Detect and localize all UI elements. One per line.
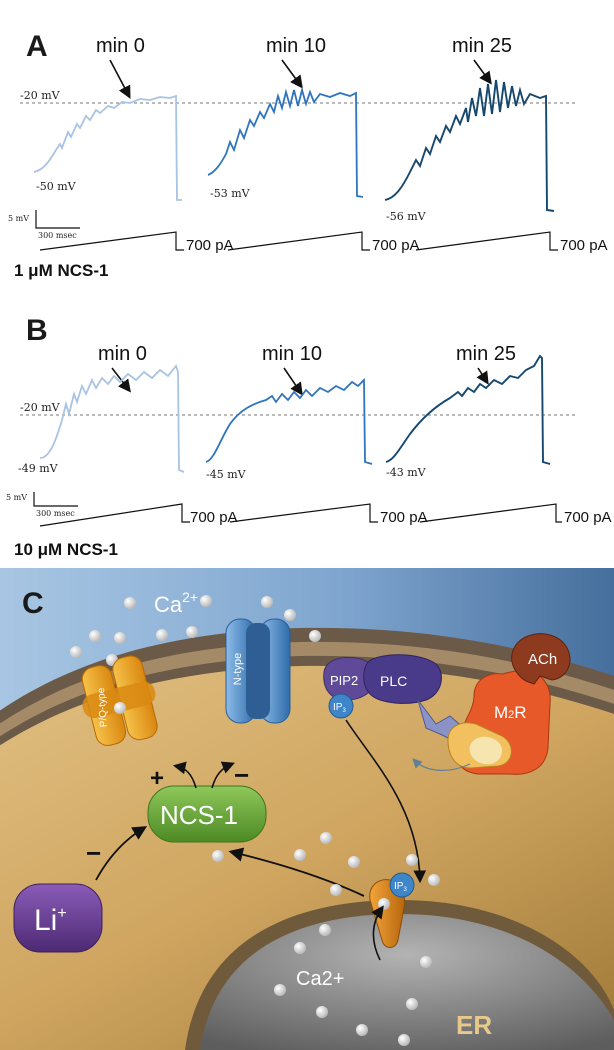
ip3-to-receptor-arrow [345, 719, 427, 884]
panel-a-trace1-start: -50 mV [36, 180, 77, 193]
panel-c-letter: C [22, 587, 44, 620]
panel-b-trace1-label: min 0 [98, 343, 147, 365]
ip3-receptor-label: IP3 [394, 881, 407, 893]
panel-a-scale-t: 300 msec [38, 231, 77, 240]
pq-type-label: P/Q-type [96, 687, 110, 728]
panel-b-trace3-label: min 25 [456, 343, 516, 365]
ncs1-to-n-arrow [211, 761, 235, 789]
panel-b-ramp1-label: 700 pA [190, 509, 238, 526]
m2r-label: M2R [494, 703, 527, 722]
panel-a-scale-v: 5 mV [8, 214, 29, 223]
panel-a-ref-label: -20 mV [20, 89, 61, 102]
li-ncs1-minus: − [86, 838, 101, 868]
panel-b-trace2-label: min 10 [262, 343, 322, 365]
ca-er-label: Ca2+ [296, 968, 344, 990]
panel-b-condition: 10 μM NCS-1 [14, 540, 118, 559]
ip3-messenger [328, 693, 354, 719]
panel-b-trace2-arrow [283, 367, 303, 396]
er-label: ER [456, 1010, 492, 1040]
panel-a-ramp2 [227, 231, 370, 251]
panel-b-trace1-arrow [111, 367, 131, 393]
panel-a-letter: A [26, 30, 48, 63]
panel-a-condition: 1 μM NCS-1 [14, 261, 108, 280]
panel-a-ramp1 [39, 231, 184, 251]
panel-a-trace3-arrow [473, 59, 492, 85]
panel-b-ref-label: -20 mV [20, 401, 61, 414]
panel-a-ramp2-label: 700 pA [372, 237, 420, 254]
ach-ligand: ACh [511, 633, 571, 685]
pq-type-channel: P/Q-type [81, 655, 158, 746]
panel-a-ramp1-label: 700 pA [186, 237, 234, 254]
panel-b-ramp1 [39, 503, 190, 527]
calcium-ions-cytoplasm [294, 832, 440, 896]
panel-a-ramp3-label: 700 pA [560, 237, 608, 254]
ncs1-protein: NCS-1 [147, 785, 267, 843]
panel-b-scale-v: 5 mV [6, 493, 27, 502]
panel-a-trace2 [207, 86, 364, 198]
panel-b-ramp3-label: 700 pA [564, 509, 612, 526]
ip3-receptor: IP3 [369, 872, 415, 948]
ip3-label: IP3 [333, 702, 346, 714]
panel-a-ramp3 [415, 231, 558, 251]
m2-receptor: M2R [447, 669, 551, 775]
panel-a-trace2-label: min 10 [266, 35, 326, 57]
er-release-arrow [371, 905, 384, 961]
li-to-ncs1-arrow [95, 826, 148, 881]
panel-b: B -20 mV min 0 -49 mV min 10 -45 mV min … [6, 314, 612, 559]
panel-b-ramp3 [419, 503, 562, 523]
panel-a-trace2-start: -53 mV [210, 187, 251, 200]
panel-b-trace2-start: -45 mV [206, 468, 247, 481]
n-type-label: N-type [232, 653, 244, 685]
panel-b-scale-t: 300 msec [36, 509, 75, 518]
ip3-bound [389, 872, 415, 898]
panel-b-trace2 [205, 377, 373, 465]
ncs1-label: NCS-1 [160, 800, 238, 830]
ncs1-to-pq-arrow [172, 761, 197, 789]
panel-a-trace3-label: min 25 [452, 35, 512, 57]
panel-b-trace3 [385, 354, 551, 465]
ncs1-n-minus: − [234, 760, 249, 790]
n-type-channel: N-type [225, 618, 291, 724]
panel-a-trace3-start: -56 mV [386, 210, 427, 223]
calcium-ion-ncs1 [212, 850, 224, 862]
panel-a: A -20 mV min 0 -50 mV min 10 -53 mV min … [8, 30, 608, 280]
calcium-ion-in-pq [114, 702, 126, 714]
ca-extracellular-label: Ca2+ [154, 589, 198, 617]
lithium-ion: Li+ [13, 883, 103, 953]
panel-b-trace1-start: -49 mV [18, 462, 59, 475]
ach-label: ACh [528, 651, 557, 668]
panel-b-trace3-start: -43 mV [386, 466, 427, 479]
panel-a-trace1 [33, 94, 182, 201]
panel-a-trace3 [384, 79, 555, 212]
calcium-to-ncs1-arrow [228, 847, 365, 897]
panel-a-trace2-arrow [281, 59, 303, 89]
calcium-ions-er [274, 924, 432, 1046]
panel-b-trace3-arrow [476, 367, 489, 385]
panel-b-letter: B [26, 314, 48, 347]
panel-a-trace1-label: min 0 [96, 35, 145, 57]
panel-b-ramp2-label: 700 pA [380, 509, 428, 526]
pip2-label: PIP2 [330, 673, 358, 688]
ncs1-pq-plus: + [150, 765, 164, 792]
panel-c: C Ca2+ P/Q-type [0, 568, 614, 1050]
plc-label: PLC [380, 673, 407, 689]
panel-b-ramp2 [229, 503, 378, 523]
panel-b-scale-bar [33, 492, 78, 507]
panel-b-trace1 [39, 364, 185, 473]
li-label: Li+ [34, 904, 67, 937]
panel-a-scale-bar [35, 210, 80, 229]
panel-a-trace1-arrow [109, 59, 131, 99]
receptor-to-plc-arrow [412, 758, 471, 771]
